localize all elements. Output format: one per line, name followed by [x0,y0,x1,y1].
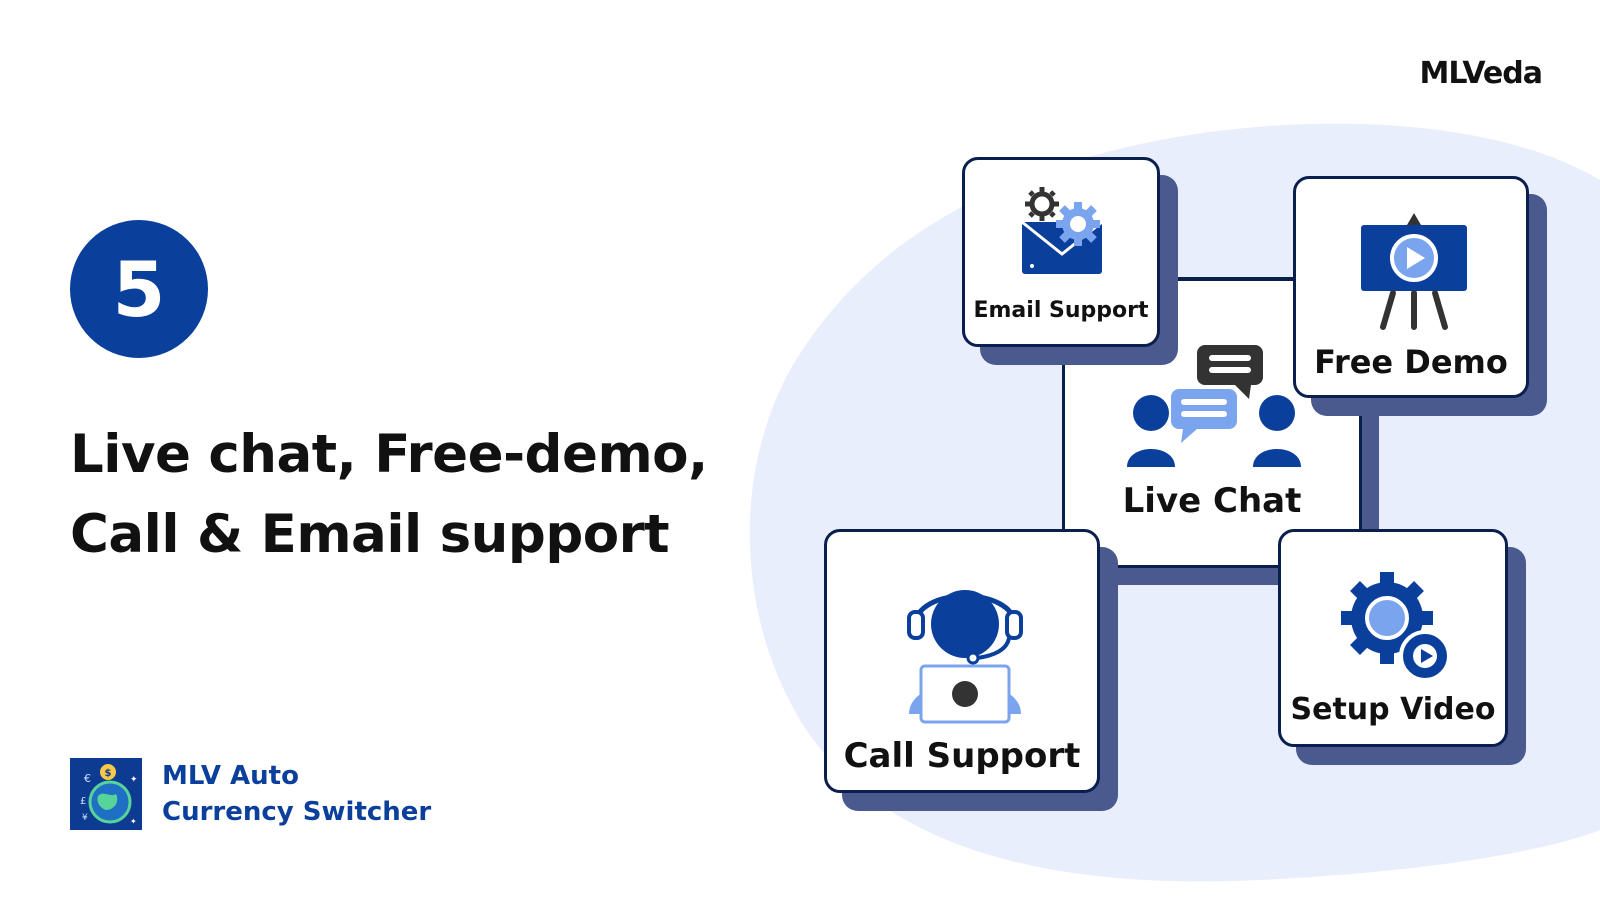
step-number-badge: 5 [70,220,208,358]
svg-text:£: £ [80,796,86,807]
card-label-live-chat: Live Chat [1122,481,1302,521]
card-label-email-support: Email Support [973,298,1149,323]
svg-text:¥: ¥ [82,813,88,823]
headset-agent-icon [907,568,1023,729]
brand-logo: MLVeda [1419,56,1543,91]
card-call-support: Call Support [824,529,1100,793]
svg-text:✦: ✦ [130,817,137,826]
product-branding: $ € £ ¥ ✦ ✦ MLV Auto Currency Switcher [70,758,431,830]
currency-globe-icon: $ € £ ¥ ✦ ✦ [70,758,142,830]
product-name-line-2: Currency Switcher [162,797,432,827]
headline: Live chat, Free-demo, Call & Email suppo… [70,415,708,575]
card-email-support: Email Support [962,157,1160,347]
video-easel-icon [1359,211,1469,336]
svg-text:✦: ✦ [130,775,138,785]
connector-left [1062,350,1065,530]
email-gear-icon [1020,184,1110,284]
chat-people-icon [1125,343,1305,478]
product-name-line-1: MLV Auto [162,761,299,791]
card-label-free-demo: Free Demo [1314,343,1508,381]
connector-bottom [1100,567,1280,585]
gear-play-icon [1337,568,1453,689]
svg-text:$: $ [105,768,112,779]
connector-right [1361,405,1379,545]
headline-line-2: Call & Email support [70,504,670,565]
headline-line-1: Live chat, Free-demo, [70,424,708,485]
card-label-call-support: Call Support [843,736,1081,776]
card-setup-video: Setup Video [1278,529,1508,747]
card-free-demo: Free Demo [1293,176,1529,398]
svg-text:€: € [84,772,91,785]
product-name: MLV Auto Currency Switcher [162,758,431,830]
card-label-setup-video: Setup Video [1290,692,1496,727]
